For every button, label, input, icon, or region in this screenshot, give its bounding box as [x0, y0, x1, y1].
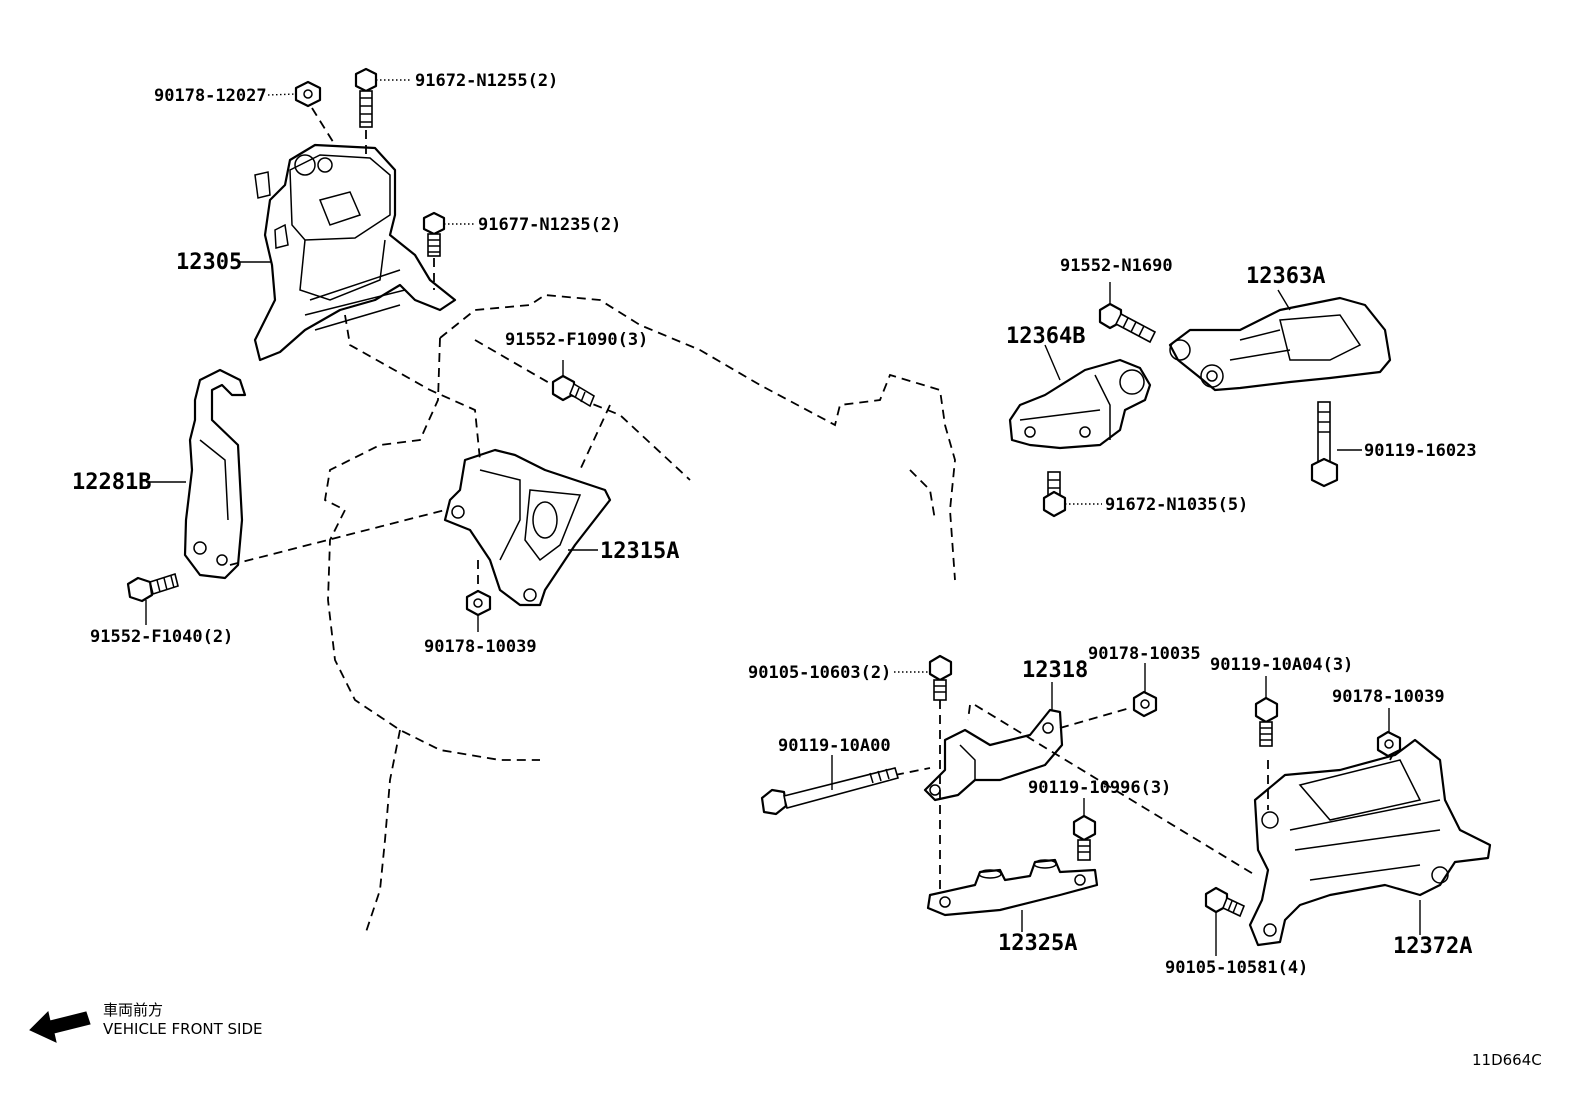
nut-90178-10035: [1132, 690, 1158, 718]
label-91552-F1090: 91552-F1090(3): [505, 330, 648, 350]
label-90105-10581: 90105-10581(4): [1165, 958, 1308, 978]
label-90119-10A04: 90119-10A04(3): [1210, 655, 1353, 675]
nut-90178-12027: [294, 80, 322, 108]
bolt-91552-F1040: [126, 572, 179, 603]
part-12325A-bracket: [926, 858, 1099, 917]
engine-outline: [324, 294, 956, 936]
label-12305: 12305: [176, 250, 242, 275]
front-note-japanese: 車両前方: [103, 1001, 163, 1019]
front-direction-note: 車両前方 VEHICLE FRONT SIDE: [29, 1001, 263, 1043]
bolt-90119-10996: [1072, 814, 1097, 861]
callout-labels: 90178-12027 91672-N1255(2) 91677-N1235(2…: [72, 71, 1477, 978]
label-12281B: 12281B: [72, 470, 151, 495]
bolt-91672-N1035: [1042, 471, 1067, 518]
part-12363A-control-rod: [1168, 296, 1392, 392]
drawing-code: 11D664C: [1472, 1051, 1542, 1069]
bolt-91552-N1690: [1098, 302, 1157, 344]
label-91672-N1035: 91672-N1035(5): [1105, 495, 1248, 515]
label-12325A: 12325A: [998, 931, 1077, 956]
label-90119-10A00: 90119-10A00: [778, 736, 891, 756]
label-91672-N1255: 91672-N1255(2): [415, 71, 558, 91]
label-90119-16023: 90119-16023: [1364, 441, 1477, 461]
label-91552-N1690: 91552-N1690: [1060, 256, 1173, 276]
label-90178-10035: 90178-10035: [1088, 644, 1201, 664]
part-12305-mount-insulator: [253, 143, 457, 362]
nut-90178-10039-b: [1376, 730, 1402, 758]
bolt-90119-16023: [1310, 401, 1339, 488]
label-12315A: 12315A: [600, 539, 679, 564]
label-91677-N1235: 91677-N1235(2): [478, 215, 621, 235]
bolt-90105-10581: [1204, 886, 1246, 918]
label-12364B: 12364B: [1006, 324, 1085, 349]
bolt-91677-N1235: [422, 211, 446, 257]
part-12315A-bracket: [443, 448, 612, 607]
leader-lines: [145, 79, 1421, 956]
label-91552-F1040: 91552-F1040(2): [90, 627, 233, 647]
arrow-left-down-icon: [29, 1011, 91, 1043]
bolt-91552-F1090: [551, 374, 595, 408]
label-12318: 12318: [1022, 658, 1088, 683]
label-90178-12027: 90178-12027: [154, 86, 267, 106]
bolt-90119-10A04: [1254, 696, 1279, 747]
label-90178-10039-b: 90178-10039: [1332, 687, 1445, 707]
label-90119-10996: 90119-10996(3): [1028, 778, 1171, 798]
part-12372A-mount-insulator: [1248, 738, 1492, 947]
front-note-english: VEHICLE FRONT SIDE: [103, 1020, 263, 1038]
bolt-90119-10A00: [760, 767, 900, 816]
label-90178-10039-a: 90178-10039: [424, 637, 537, 657]
bolt-90105-10603: [928, 654, 953, 701]
part-12364B-rod-bracket: [1008, 358, 1152, 450]
part-12281B-bracket: [183, 368, 247, 580]
part-12318-bracket: [923, 708, 1064, 802]
bolt-91672-N1255: [354, 67, 378, 128]
label-12372A: 12372A: [1393, 934, 1472, 959]
nut-90178-10039-a: [465, 589, 492, 617]
label-90105-10603: 90105-10603(2): [748, 663, 891, 683]
label-12363A: 12363A: [1246, 264, 1325, 289]
